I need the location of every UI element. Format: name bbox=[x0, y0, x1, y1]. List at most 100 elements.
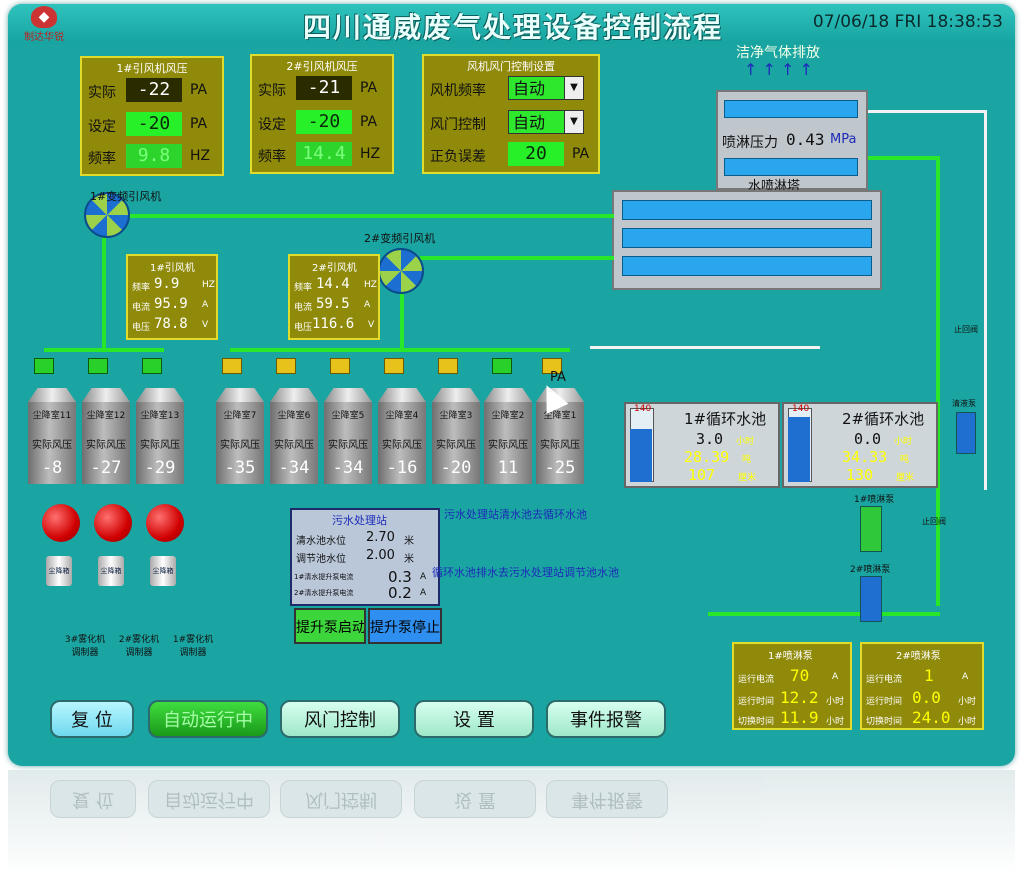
clear-pump-icon[interactable] bbox=[956, 412, 976, 454]
adjust-level-label: 调节池水位 bbox=[296, 554, 346, 565]
fan1-current: 95.9 bbox=[154, 296, 188, 312]
dust-room-11: 尘降室11 实际风压 -8 bbox=[28, 388, 76, 484]
dust-room-4: 尘降室4 实际风压 -16 bbox=[378, 388, 426, 484]
runtime-label: 运行时间 bbox=[866, 697, 903, 707]
switch-label: 切换时间 bbox=[866, 717, 903, 727]
set-label: 设定 bbox=[258, 117, 286, 133]
dust-room-name: 尘降室3 bbox=[439, 411, 473, 421]
tank2-time: 0.0 bbox=[854, 430, 882, 448]
fan1-actual-value: -22 bbox=[126, 78, 182, 102]
tank1-level: 107 bbox=[688, 466, 716, 484]
dust-room-cap bbox=[28, 388, 76, 402]
unit: A bbox=[962, 672, 969, 682]
spray-pump2-panel: 2#喷淋泵 运行电流 1 A 运行时间 0.0 小时 切换时间 24.0 小时 bbox=[860, 642, 984, 730]
reset-button[interactable]: 复 位 bbox=[50, 700, 134, 738]
spray-bar bbox=[724, 158, 858, 176]
panel-title: 1#引风机风压 bbox=[116, 62, 188, 75]
dust-room-label: 实际风压 bbox=[382, 440, 422, 451]
chevron-down-icon[interactable]: ▼ bbox=[564, 77, 583, 99]
air-duct bbox=[44, 348, 164, 352]
dust-room-label: 实际风压 bbox=[328, 440, 368, 451]
spray-bar bbox=[724, 100, 858, 118]
scale-max: 140 bbox=[792, 404, 810, 414]
unit: 小时 bbox=[894, 437, 913, 447]
pump1-icon[interactable] bbox=[860, 506, 882, 552]
dust-box-icon: 尘降箱 bbox=[150, 556, 176, 586]
dust-box-label: 尘降箱 bbox=[48, 567, 70, 575]
dust-room-label: 实际风压 bbox=[32, 440, 72, 451]
damper-valve-icon[interactable] bbox=[542, 358, 562, 374]
tank1-time: 3.0 bbox=[696, 430, 724, 448]
unit: HZ bbox=[360, 146, 381, 162]
tank2-level-bar bbox=[788, 417, 810, 482]
chevron-down-icon[interactable]: ▼ bbox=[564, 111, 583, 133]
atomizer-icon[interactable] bbox=[42, 504, 80, 542]
lift-pump-start-button[interactable]: 提升泵启动 bbox=[294, 608, 366, 644]
unit: 小时 bbox=[958, 717, 977, 727]
unit: A bbox=[420, 572, 427, 582]
modulator-1-label: 1#雾化机调制器 bbox=[172, 635, 214, 658]
damper-control-button[interactable]: 风门控制 bbox=[280, 700, 400, 738]
unit: A bbox=[832, 672, 839, 682]
dust-room-name: 尘降室13 bbox=[140, 411, 180, 421]
atomizer-icon[interactable] bbox=[94, 504, 132, 542]
pump2-runtime: 0.0 bbox=[912, 688, 941, 707]
damper-valve-icon[interactable] bbox=[384, 358, 404, 374]
clear-pump-label: 清液泵 bbox=[952, 399, 976, 408]
reflection-damper: 风门控制 bbox=[280, 780, 402, 818]
air-duct bbox=[102, 232, 106, 350]
fan2-set-value[interactable]: -20 bbox=[296, 110, 352, 134]
unit: PA bbox=[360, 114, 378, 130]
fan1-set-value[interactable]: -20 bbox=[126, 112, 182, 136]
lift-pump-stop-button[interactable]: 提升泵停止 bbox=[368, 608, 442, 644]
selected-value: 自动 bbox=[513, 113, 546, 132]
water-pipe bbox=[708, 612, 940, 616]
settings-button[interactable]: 设 置 bbox=[414, 700, 534, 738]
dust-room-label: 实际风压 bbox=[488, 440, 528, 451]
set-label: 设定 bbox=[88, 119, 116, 135]
damper-valve-icon[interactable] bbox=[492, 358, 512, 374]
damper-control-select[interactable]: 自动 ▼ bbox=[508, 110, 584, 134]
auto-run-button[interactable]: 自动运行中 bbox=[148, 700, 268, 738]
dust-room-value: -20 bbox=[440, 458, 472, 478]
unit: A bbox=[202, 300, 209, 310]
damper-valve-icon[interactable] bbox=[142, 358, 162, 374]
panel-title: 2#引风机风压 bbox=[286, 60, 358, 73]
damper-valve-icon[interactable] bbox=[438, 358, 458, 374]
unit: 小时 bbox=[736, 437, 755, 447]
company-logo: ◆ 制达华锐 bbox=[14, 6, 74, 44]
page-title: 四川通威废气处理设备控制流程 bbox=[302, 11, 723, 44]
error-value[interactable]: 20 bbox=[508, 142, 564, 166]
damper-valve-icon[interactable] bbox=[88, 358, 108, 374]
damper-valve-icon[interactable] bbox=[34, 358, 54, 374]
dust-room-cap bbox=[82, 388, 130, 402]
atomizer-icon[interactable] bbox=[146, 504, 184, 542]
fan1-name: 1#变频引风机 bbox=[90, 190, 162, 203]
damper-valve-icon[interactable] bbox=[222, 358, 242, 374]
tank-name: 2#循环水池 bbox=[842, 410, 925, 428]
fan-freq-select[interactable]: 自动 ▼ bbox=[508, 76, 584, 100]
drain-pipe bbox=[590, 346, 820, 349]
pump2-switch-time: 24.0 bbox=[912, 708, 951, 727]
pa-tag: PA bbox=[550, 370, 566, 385]
panel-title: 2#喷淋泵 bbox=[896, 651, 941, 662]
tank1-tons: 28.39 bbox=[684, 448, 730, 466]
dust-room-name: 尘降室7 bbox=[223, 411, 257, 421]
modulator-2-label: 2#雾化机调制器 bbox=[118, 635, 160, 658]
sewage-station-panel: 污水处理站 清水池水位 2.70 米 调节池水位 2.00 米 1#清水提升泵电… bbox=[290, 508, 440, 606]
unit: HZ bbox=[202, 280, 215, 290]
fan1-icon[interactable] bbox=[84, 192, 130, 238]
freq-label: 频率 bbox=[88, 151, 116, 167]
event-alarm-button[interactable]: 事件报警 bbox=[546, 700, 666, 738]
hmi-screen: ◆ 制达华锐 四川通威废气处理设备控制流程 07/06/18 FRI 18:38… bbox=[8, 4, 1015, 766]
damper-valve-icon[interactable] bbox=[330, 358, 350, 374]
pump1-current-value: 0.3 bbox=[388, 568, 412, 586]
error-label: 正负误差 bbox=[430, 149, 486, 165]
dust-room-name: 尘降室1 bbox=[543, 411, 577, 421]
pump2-icon[interactable] bbox=[860, 576, 882, 622]
damper-valve-icon[interactable] bbox=[276, 358, 296, 374]
fan2-icon[interactable] bbox=[378, 248, 424, 294]
selected-value: 自动 bbox=[513, 79, 546, 98]
air-duct bbox=[400, 278, 404, 350]
spray-pressure-value: 0.43 bbox=[786, 130, 825, 149]
